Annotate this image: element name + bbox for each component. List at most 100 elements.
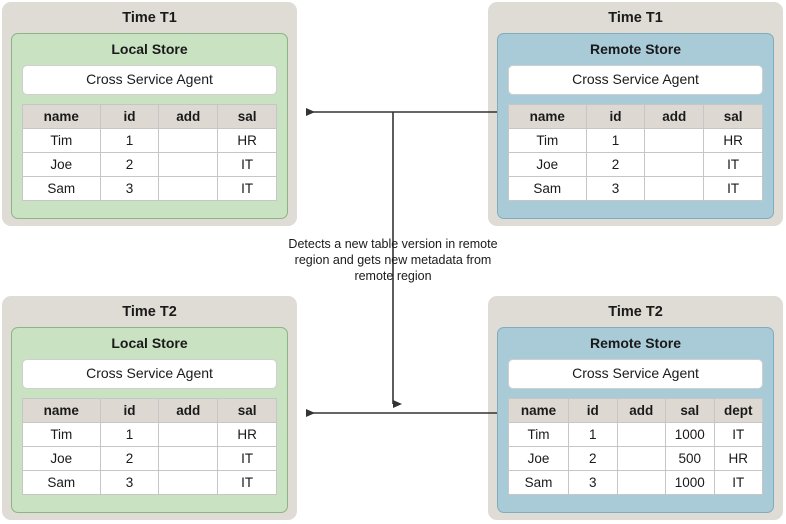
panel-title-time: Time T2 (608, 304, 663, 320)
store-title: Remote Store (589, 41, 682, 57)
cell-sal: 1000 (665, 422, 715, 447)
cell-sal: 500 (665, 446, 715, 471)
column-header-id: id (99, 104, 160, 129)
column-header-id: id (99, 398, 160, 423)
cell-add (158, 470, 219, 495)
panel-time-t1-remote: Time T1 Remote Store Cross Service Agent… (488, 2, 783, 226)
cell-add (644, 128, 705, 153)
data-table: name id add sal Tim 1 HR Joe (508, 104, 763, 201)
column-header-id: id (568, 398, 618, 423)
panel-title-time: Time T2 (122, 304, 177, 320)
cell-name: Sam (22, 176, 101, 201)
data-table: name id add sal dept Tim 1 1000 IT (507, 398, 763, 495)
column-header-sal: sal (665, 398, 715, 423)
cell-add (616, 470, 667, 495)
column-header-add: add (158, 104, 219, 129)
cell-id: 3 (99, 470, 160, 495)
cell-name: Joe (508, 152, 587, 177)
table-row: Joe 2 IT (22, 446, 277, 471)
cross-service-agent-box: Cross Service Agent (22, 65, 277, 95)
data-table: name id add sal Tim 1 HR Joe (22, 104, 277, 201)
cell-id: 2 (568, 446, 618, 471)
panel-time-t2-remote: Time T2 Remote Store Cross Service Agent… (488, 296, 783, 520)
remote-store-box: Remote Store Cross Service Agent name id… (497, 327, 774, 513)
table-row: Sam 3 IT (22, 176, 277, 201)
panel-time-t1-local: Time T1 Local Store Cross Service Agent … (2, 2, 297, 226)
cell-sal: HR (217, 128, 277, 153)
annotation-text: Detects a new table version in remote re… (288, 237, 498, 283)
panel-time-t2-local: Time T2 Local Store Cross Service Agent … (2, 296, 297, 520)
column-header-name: name (508, 104, 587, 129)
column-header-sal: sal (703, 104, 763, 129)
cell-name: Tim (22, 422, 101, 447)
table-row: Sam 3 IT (22, 470, 277, 495)
cell-sal: IT (217, 446, 277, 471)
table-header-row: name id add sal (22, 104, 277, 129)
cell-id: 2 (99, 446, 160, 471)
cell-dept: HR (713, 446, 763, 471)
panel-title-time: Time T1 (608, 10, 663, 26)
cell-id: 3 (585, 176, 646, 201)
table-row: Tim 1 1000 IT (507, 422, 763, 447)
table-header-row: name id add sal (508, 104, 763, 129)
cell-id: 3 (568, 470, 618, 495)
store-title: Remote Store (589, 335, 682, 351)
cell-id: 1 (568, 422, 618, 447)
cell-name: Sam (508, 176, 587, 201)
cross-service-agent-box: Cross Service Agent (508, 65, 763, 95)
cell-sal: IT (703, 176, 763, 201)
table-row: Sam 3 1000 IT (507, 470, 763, 495)
cell-name: Joe (22, 446, 101, 471)
table-header-row: name id add sal (22, 398, 277, 423)
column-header-dept: dept (713, 398, 763, 423)
column-header-add: add (644, 104, 705, 129)
data-table: name id add sal Tim 1 HR Joe (22, 398, 277, 495)
column-header-name: name (22, 398, 101, 423)
column-header-name: name (22, 104, 101, 129)
cross-service-agent-box: Cross Service Agent (22, 359, 277, 389)
cell-sal: IT (703, 152, 763, 177)
cell-add (158, 176, 219, 201)
cell-name: Joe (22, 152, 101, 177)
column-header-name: name (507, 398, 570, 423)
cell-id: 1 (99, 422, 160, 447)
table-header-row: name id add sal dept (507, 398, 763, 423)
store-title: Local Store (111, 41, 188, 57)
cell-name: Tim (508, 128, 587, 153)
cell-sal: 1000 (665, 470, 715, 495)
cross-service-agent-box: Cross Service Agent (508, 359, 763, 389)
cell-name: Joe (507, 446, 570, 471)
cell-id: 2 (585, 152, 646, 177)
panel-title-time: Time T1 (122, 10, 177, 26)
table-row: Joe 2 IT (22, 152, 277, 177)
cell-add (616, 422, 667, 447)
cell-id: 1 (99, 128, 160, 153)
column-header-add: add (616, 398, 667, 423)
cell-sal: IT (217, 176, 277, 201)
cell-dept: IT (713, 422, 763, 447)
cell-add (158, 446, 219, 471)
table-row: Sam 3 IT (508, 176, 763, 201)
cell-sal: IT (217, 152, 277, 177)
remote-store-box: Remote Store Cross Service Agent name id… (497, 33, 774, 219)
cell-add (644, 176, 705, 201)
column-header-sal: sal (217, 398, 277, 423)
cell-dept: IT (713, 470, 763, 495)
cell-name: Tim (507, 422, 570, 447)
column-header-id: id (585, 104, 646, 129)
local-store-box: Local Store Cross Service Agent name id … (11, 33, 288, 219)
table-row: Tim 1 HR (508, 128, 763, 153)
cell-id: 3 (99, 176, 160, 201)
cell-id: 1 (585, 128, 646, 153)
table-row: Tim 1 HR (22, 128, 277, 153)
cell-add (158, 152, 219, 177)
cell-sal: HR (217, 422, 277, 447)
cell-add (644, 152, 705, 177)
cell-add (158, 422, 219, 447)
table-row: Joe 2 500 HR (507, 446, 763, 471)
cell-add (158, 128, 219, 153)
cell-name: Sam (507, 470, 570, 495)
table-row: Joe 2 IT (508, 152, 763, 177)
column-header-add: add (158, 398, 219, 423)
